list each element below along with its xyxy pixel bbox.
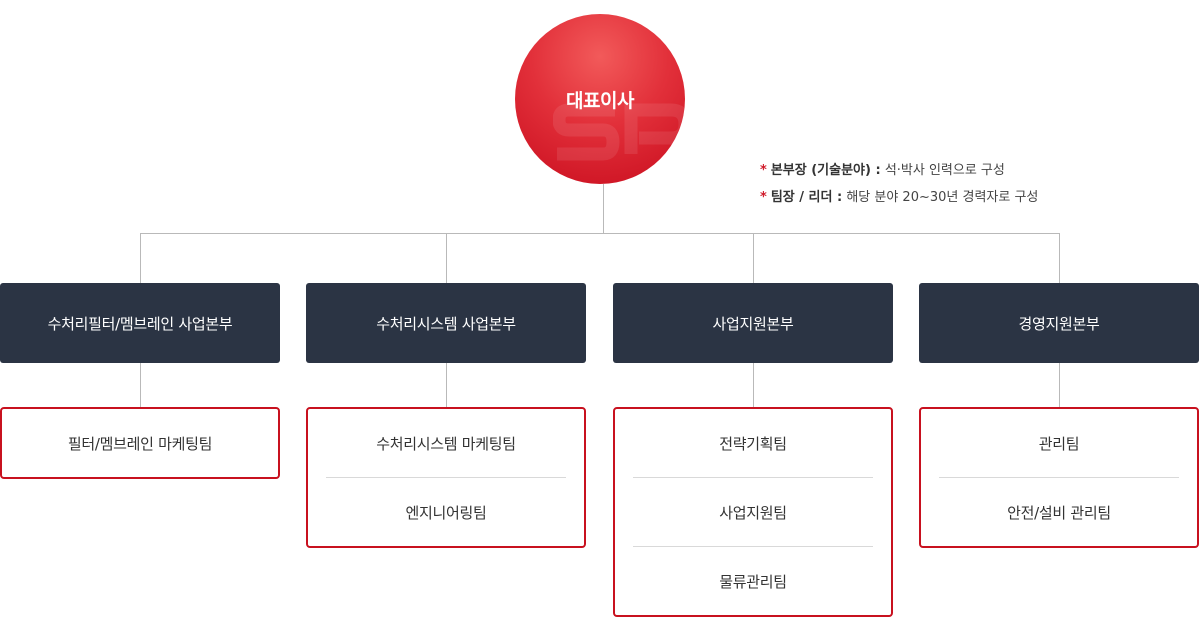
ceo-connector-line — [603, 184, 604, 233]
division-connector-line — [1059, 233, 1060, 283]
note-marker: * — [760, 190, 767, 205]
team-box-filter-membrane: 필터/멤브레인 마케팅팀 — [0, 407, 280, 479]
note-term: 팀장 / 리더 : — [770, 190, 843, 205]
team-connector-line — [446, 363, 447, 407]
division-management-support: 경영지원본부 — [919, 283, 1199, 363]
ceo-node: 대표이사 — [515, 14, 685, 184]
division-connector-line — [446, 233, 447, 283]
division-water-system: 수처리시스템 사업본부 — [306, 283, 586, 363]
team-item: 관리팀 — [1038, 434, 1080, 453]
note-line: *팀장 / 리더 : 해당 분야 20~30년 경력자로 구성 — [760, 184, 1038, 211]
team-connector-line — [753, 363, 754, 407]
ceo-title: 대표이사 — [566, 90, 634, 112]
note-line: *본부장 (기술분야) : 석·박사 인력으로 구성 — [760, 157, 1038, 184]
team-item: 안전/설비 관리팀 — [939, 477, 1179, 546]
team-item: 엔지니어링팀 — [326, 477, 566, 546]
division-connector-line — [140, 233, 141, 283]
note-marker: * — [760, 163, 767, 178]
team-item: 물류관리팀 — [633, 546, 873, 615]
team-item: 수처리시스템 마케팅팀 — [376, 434, 516, 453]
team-item: 전략기획팀 — [719, 434, 787, 453]
team-box-business-support: 전략기획팀 사업지원팀 물류관리팀 — [613, 407, 893, 617]
team-connector-line — [140, 363, 141, 407]
team-box-management-support: 관리팀 안전/설비 관리팀 — [919, 407, 1199, 548]
team-box-water-system: 수처리시스템 마케팅팀 엔지니어링팀 — [306, 407, 586, 548]
division-filter-membrane: 수처리필터/멤브레인 사업본부 — [0, 283, 280, 363]
notes: *본부장 (기술분야) : 석·박사 인력으로 구성 *팀장 / 리더 : 해당… — [760, 157, 1038, 211]
note-term: 본부장 (기술분야) : — [770, 163, 881, 178]
division-connector-line — [753, 233, 754, 283]
note-text: 해당 분야 20~30년 경력자로 구성 — [846, 190, 1039, 205]
horizontal-connector-line — [140, 233, 1060, 234]
team-item: 필터/멤브레인 마케팅팀 — [67, 434, 213, 453]
division-business-support: 사업지원본부 — [613, 283, 893, 363]
note-text: 석·박사 인력으로 구성 — [884, 163, 1005, 178]
team-connector-line — [1059, 363, 1060, 407]
team-item: 사업지원팀 — [633, 477, 873, 546]
